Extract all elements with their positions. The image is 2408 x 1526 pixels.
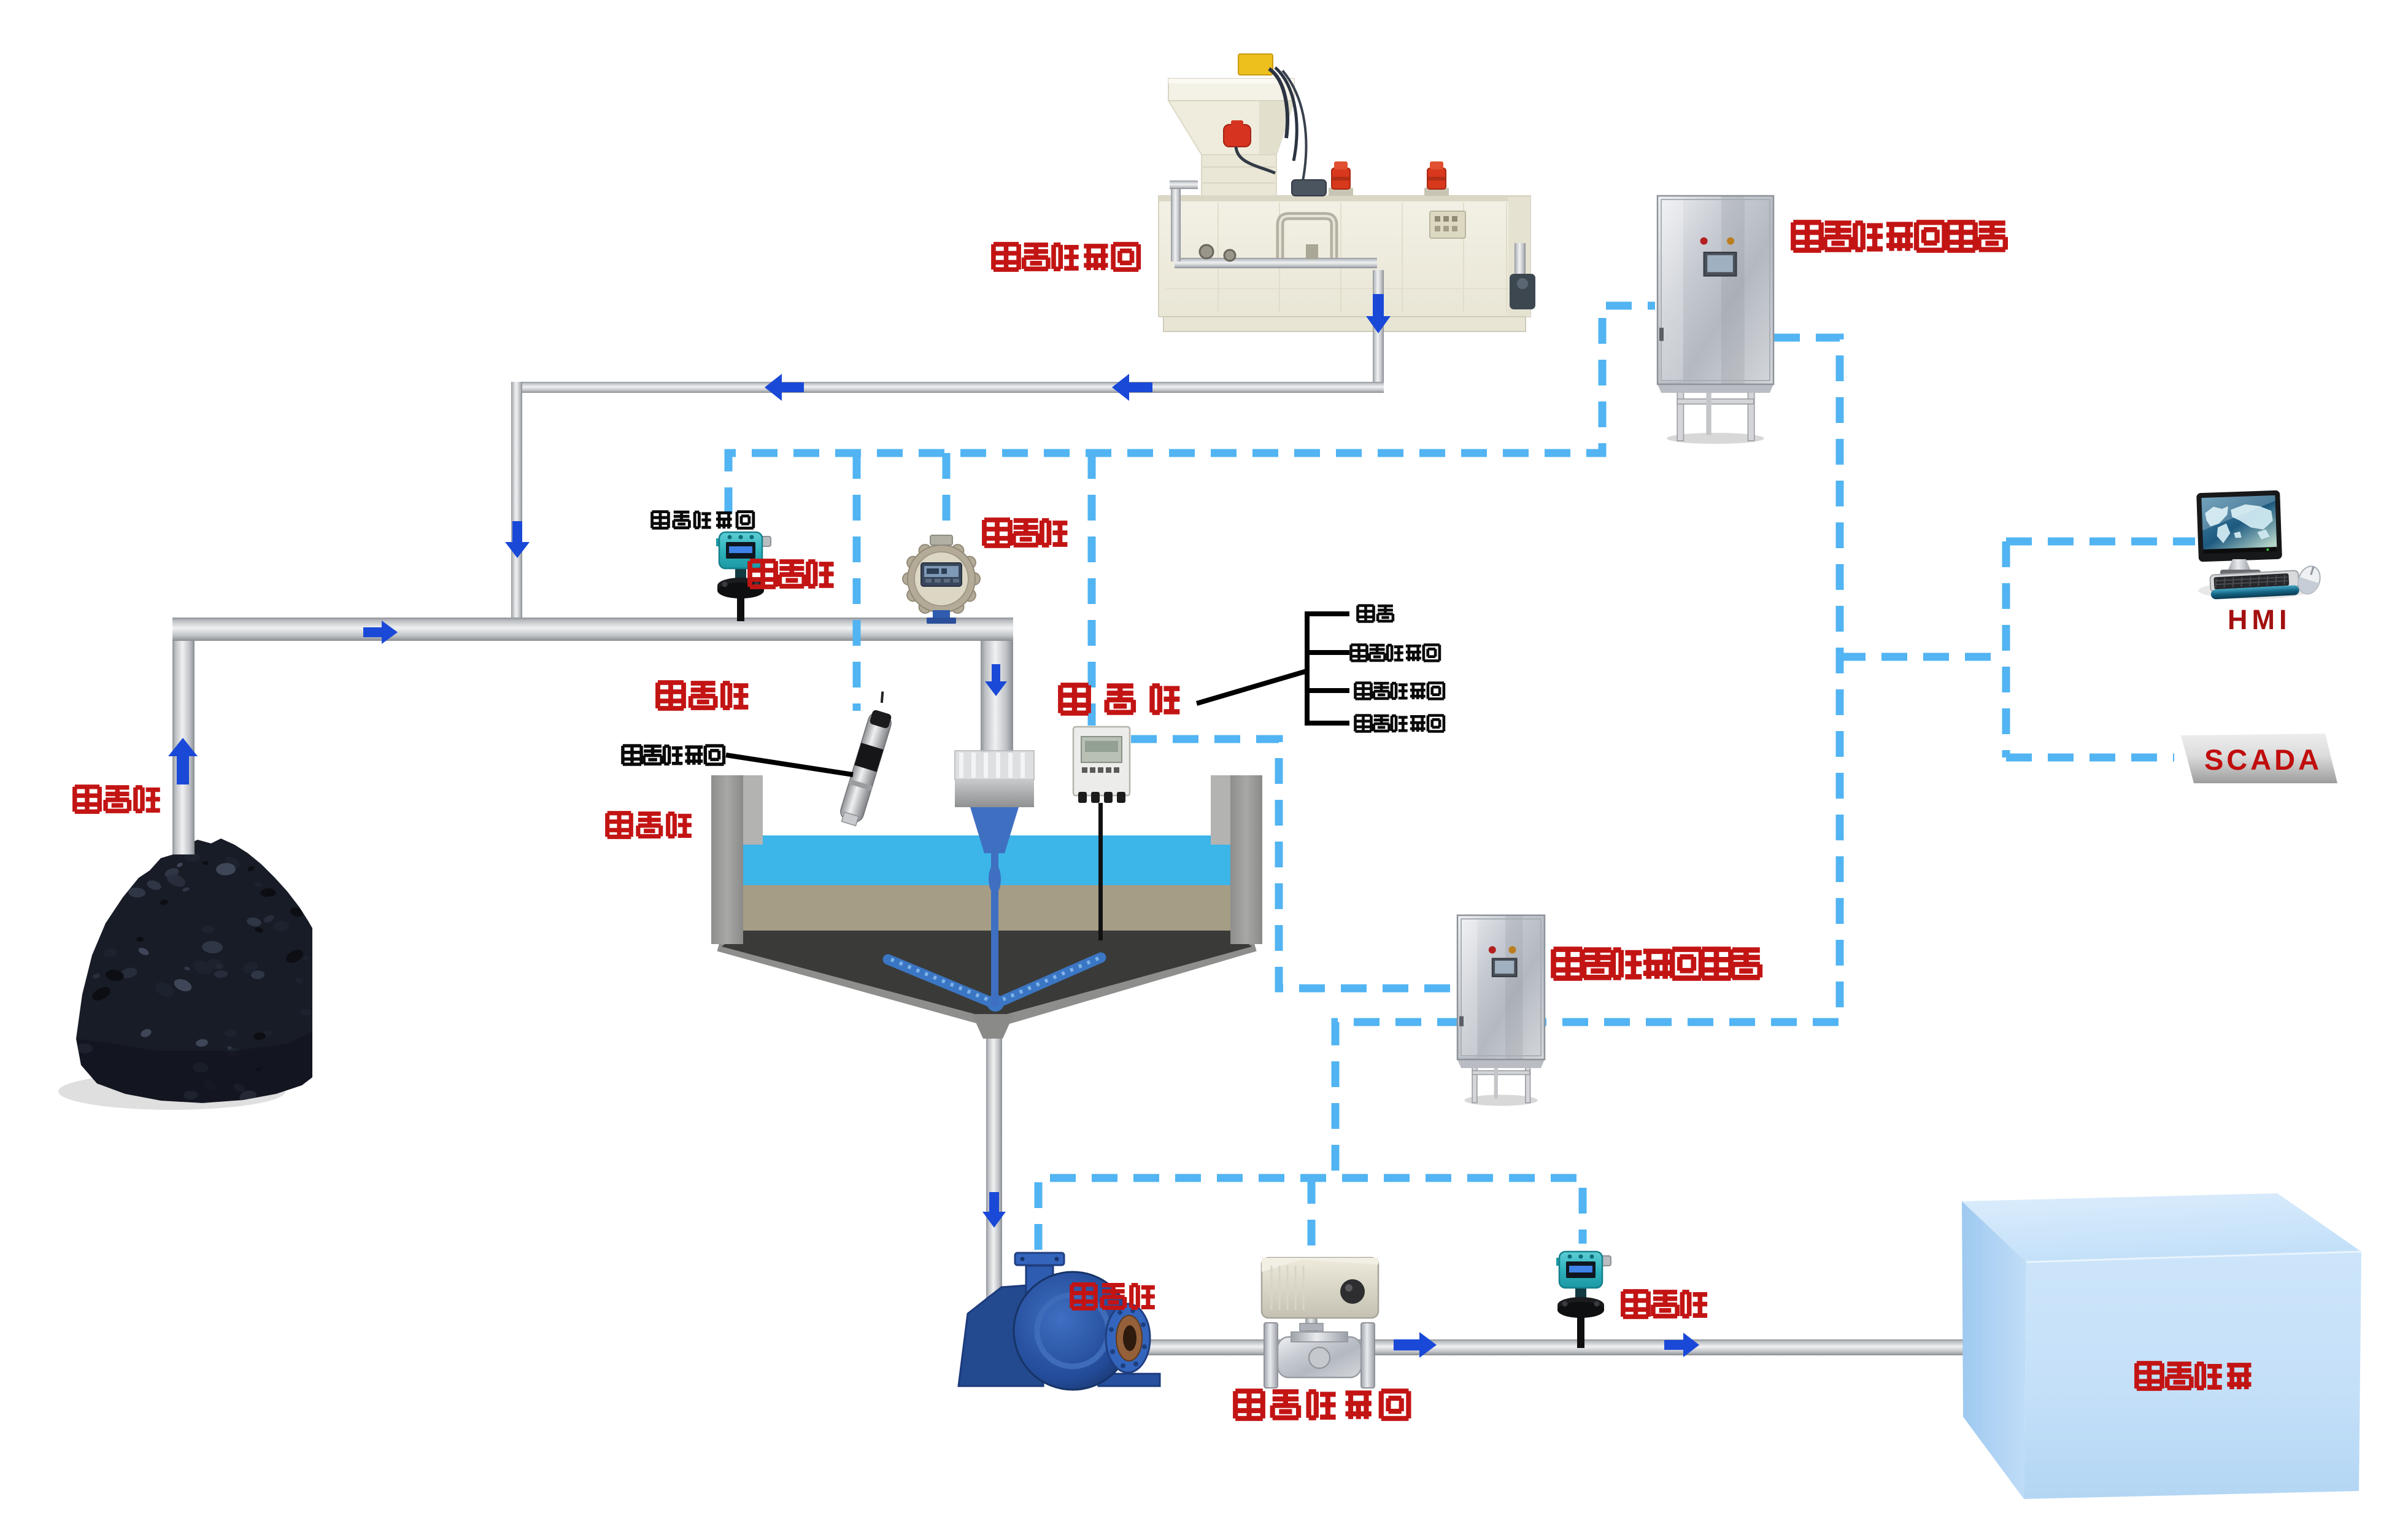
svg-text:SCADA: SCADA xyxy=(2204,743,2322,776)
svg-text:HMI: HMI xyxy=(2228,604,2291,635)
